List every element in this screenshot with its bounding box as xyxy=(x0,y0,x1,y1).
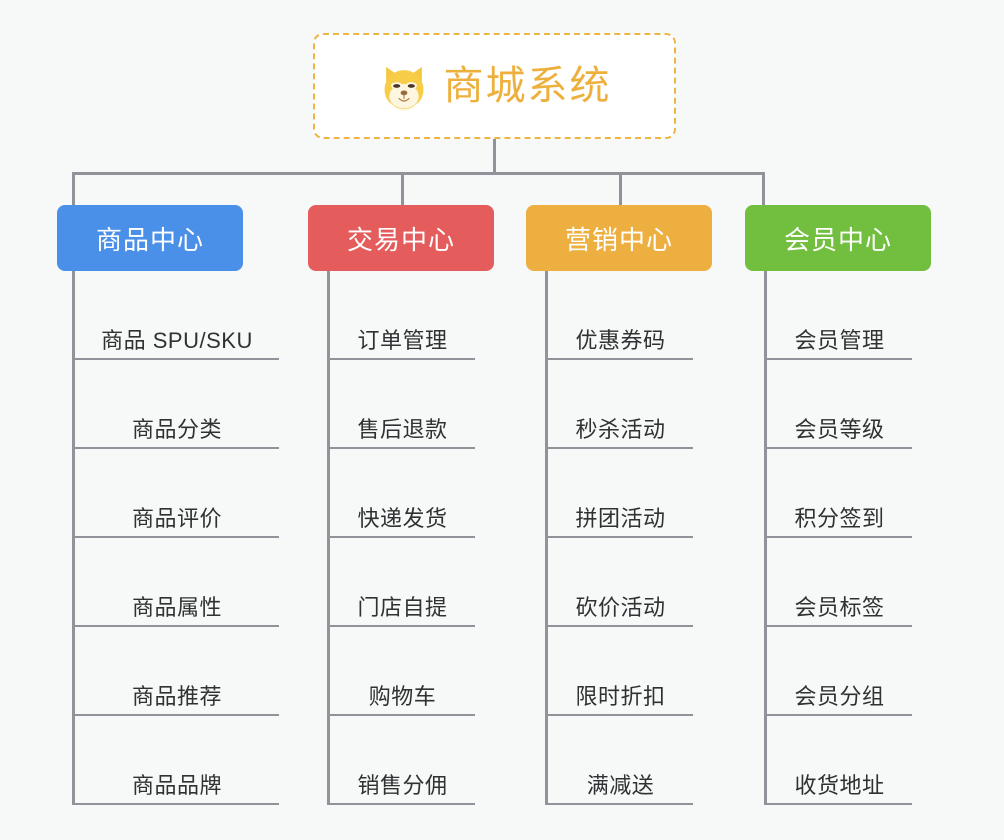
leaf-item[interactable]: 订单管理 xyxy=(330,271,475,360)
leaf-item[interactable]: 限时折扣 xyxy=(548,627,693,716)
leaf-item[interactable]: 会员分组 xyxy=(767,627,912,716)
leaf-item-label: 限时折扣 xyxy=(575,683,666,709)
leaf-item[interactable]: 会员管理 xyxy=(767,271,912,360)
leaf-item-label: 满减送 xyxy=(586,772,655,798)
category-label: 会员中心 xyxy=(783,224,892,255)
leaf-item[interactable]: 砍价活动 xyxy=(548,538,693,627)
leaf-item-label: 订单管理 xyxy=(357,327,448,353)
leaf-item-label: 商品评价 xyxy=(131,505,222,531)
root-node[interactable]: 商城系统 xyxy=(313,33,676,139)
leaf-item[interactable]: 商品分类 xyxy=(75,360,279,449)
category-box-member-center[interactable]: 会员中心 xyxy=(745,205,931,271)
leaf-item[interactable]: 门店自提 xyxy=(330,538,475,627)
leaf-item[interactable]: 商品属性 xyxy=(75,538,279,627)
leaf-item-label: 会员分组 xyxy=(794,683,885,709)
category-label: 商品中心 xyxy=(95,224,204,255)
connector-drop-2 xyxy=(401,172,404,207)
connector-root-stem xyxy=(493,139,496,175)
leaf-item-label: 砍价活动 xyxy=(575,594,666,620)
leaf-item[interactable]: 商品评价 xyxy=(75,449,279,538)
leaf-item-label: 门店自提 xyxy=(357,594,448,620)
leaf-item-label: 快递发货 xyxy=(357,505,448,531)
root-title: 商城系统 xyxy=(443,64,612,108)
leaf-item[interactable]: 秒杀活动 xyxy=(548,360,693,449)
leaf-item-label: 积分签到 xyxy=(794,505,885,531)
leaf-item[interactable]: 商品品牌 xyxy=(75,716,279,805)
column-spine xyxy=(545,271,548,805)
column-spine xyxy=(764,271,767,805)
category-box-trade-center[interactable]: 交易中心 xyxy=(308,205,494,271)
leaf-item[interactable]: 商品 SPU/SKU xyxy=(75,271,279,360)
leaf-item-label: 会员标签 xyxy=(794,594,885,620)
leaf-item[interactable]: 快递发货 xyxy=(330,449,475,538)
connector-drop-4 xyxy=(762,172,765,207)
leaf-item[interactable]: 售后退款 xyxy=(330,360,475,449)
leaf-item-label: 售后退款 xyxy=(357,416,448,442)
leaf-item-label: 拼团活动 xyxy=(575,505,666,531)
connector-horizontal-bus xyxy=(72,172,765,175)
category-box-product-center[interactable]: 商品中心 xyxy=(57,205,243,271)
leaf-item[interactable]: 积分签到 xyxy=(767,449,912,538)
leaf-item-label: 销售分佣 xyxy=(357,772,448,798)
leaf-item[interactable]: 满减送 xyxy=(548,716,693,805)
leaf-item-label: 商品 SPU/SKU xyxy=(101,327,253,353)
leaf-item[interactable]: 会员等级 xyxy=(767,360,912,449)
leaf-item[interactable]: 购物车 xyxy=(330,627,475,716)
leaf-item-label: 商品属性 xyxy=(131,594,222,620)
leaf-item-label: 商品推荐 xyxy=(131,683,222,709)
leaf-item-label: 秒杀活动 xyxy=(575,416,666,442)
shiba-dog-face-icon xyxy=(378,62,430,114)
leaf-item[interactable]: 商品推荐 xyxy=(75,627,279,716)
connector-drop-3 xyxy=(619,172,622,207)
category-box-marketing-center[interactable]: 营销中心 xyxy=(526,205,712,271)
category-label: 营销中心 xyxy=(564,224,673,255)
leaf-item[interactable]: 销售分佣 xyxy=(330,716,475,805)
leaf-item-label: 购物车 xyxy=(368,683,437,709)
leaf-item-label: 收货地址 xyxy=(794,772,885,798)
leaf-item[interactable]: 收货地址 xyxy=(767,716,912,805)
leaf-item-label: 商品分类 xyxy=(131,416,222,442)
leaf-item[interactable]: 优惠券码 xyxy=(548,271,693,360)
leaf-item-label: 优惠券码 xyxy=(575,327,666,353)
column-spine xyxy=(72,271,75,805)
leaf-item-label: 商品品牌 xyxy=(131,772,222,798)
connector-drop-1 xyxy=(72,172,75,207)
leaf-item-label: 会员等级 xyxy=(794,416,885,442)
leaf-item[interactable]: 拼团活动 xyxy=(548,449,693,538)
category-label: 交易中心 xyxy=(346,224,455,255)
leaf-item-label: 会员管理 xyxy=(794,327,885,353)
column-spine xyxy=(327,271,330,805)
leaf-item[interactable]: 会员标签 xyxy=(767,538,912,627)
